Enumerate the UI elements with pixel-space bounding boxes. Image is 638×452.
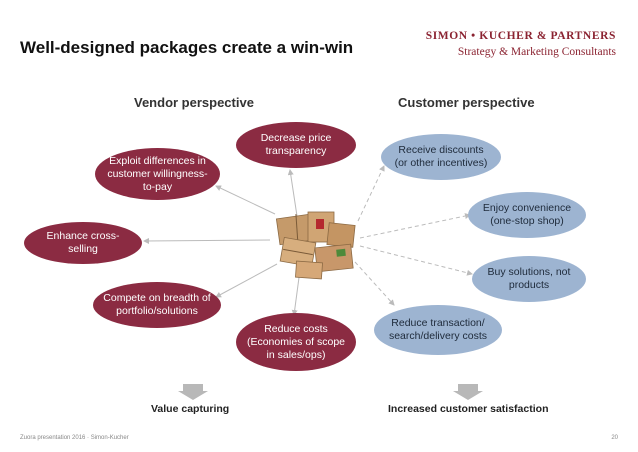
satisfaction-arrow-icon [453, 384, 483, 400]
oval-enjoy-convenience: Enjoy convenience (one-stop shop) [468, 192, 586, 238]
slide-title: Well-designed packages create a win-win [20, 38, 354, 57]
customer-perspective-heading: Customer perspective [398, 95, 535, 110]
line-to-cross-selling [143, 237, 271, 244]
packages-illustration [275, 211, 356, 280]
oval-reduce-transaction-costs: Reduce transaction/ search/delivery cost… [374, 305, 502, 355]
oval-decrease-price-transparency: Decrease price transparency [236, 122, 356, 168]
footer-text: Zuora presentation 2016 · Simon-Kucher [20, 435, 129, 441]
page-number: 20 [611, 435, 618, 441]
oval-exploit-differences: Exploit differences in customer willingn… [95, 148, 220, 200]
company-logo-name: SIMON • KUCHER & PARTNERS [425, 30, 616, 42]
value-capturing-label: Value capturing [151, 403, 230, 415]
line-to-compete-breadth [215, 263, 278, 298]
oval-compete-breadth: Compete on breadth of portfolio/solution… [93, 282, 221, 328]
oval-enhance-cross-selling: Enhance cross-selling [24, 222, 142, 264]
value-capturing-arrow-icon [178, 384, 208, 400]
line-to-transaction-costs [354, 261, 395, 306]
line-to-discounts [357, 165, 385, 222]
line-to-solutions [359, 245, 473, 276]
vendor-perspective-heading: Vendor perspective [134, 95, 254, 110]
line-to-price-transparency [287, 169, 298, 217]
oval-reduce-costs: Reduce costs (Economies of scope in sale… [236, 313, 356, 371]
oval-receive-discounts: Receive discounts (or other incentives) [381, 134, 501, 180]
increased-satisfaction-label: Increased customer satisfaction [388, 403, 549, 415]
company-logo-tagline: Strategy & Marketing Consultants [457, 46, 616, 58]
line-to-exploit-differences [215, 185, 276, 215]
oval-buy-solutions: Buy solutions, not products [472, 256, 586, 302]
line-to-convenience [359, 213, 471, 239]
